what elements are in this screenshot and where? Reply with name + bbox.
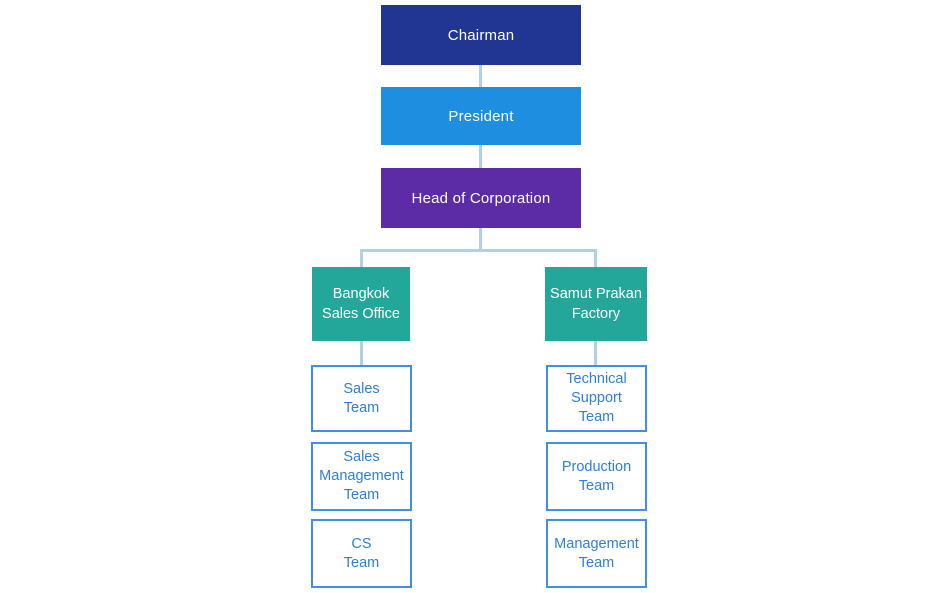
org-node-chairman: Chairman bbox=[381, 5, 581, 65]
org-node-production-team: Production Team bbox=[546, 442, 647, 511]
org-node-samut-prakan-factory: Samut Prakan Factory bbox=[545, 267, 647, 341]
org-node-technical-support-team: Technical Support Team bbox=[546, 365, 647, 432]
connector-drop-samut bbox=[594, 250, 597, 267]
connector-bangkok-teams bbox=[360, 341, 363, 366]
org-node-label: Sales Management Team bbox=[319, 449, 404, 503]
org-node-label: Samut Prakan Factory bbox=[550, 286, 642, 322]
connector-chairman-president bbox=[479, 65, 482, 88]
org-node-president: President bbox=[381, 87, 581, 145]
org-node-label: CS Team bbox=[343, 535, 380, 571]
org-node-bangkok-sales-office: Bangkok Sales Office bbox=[312, 267, 410, 341]
org-node-label: Sales Team bbox=[343, 380, 380, 416]
connector-samut-teams bbox=[594, 341, 597, 366]
connector-drop-bangkok bbox=[360, 250, 363, 267]
org-node-label: Head of Corporation bbox=[411, 189, 551, 207]
org-node-label: Technical Support Team bbox=[566, 371, 627, 425]
org-node-label: President bbox=[448, 107, 514, 125]
connector-head-trunk bbox=[479, 228, 482, 250]
connector-president-head bbox=[479, 145, 482, 169]
org-node-management-team: Management Team bbox=[546, 519, 647, 588]
org-node-cs-team: CS Team bbox=[311, 519, 412, 588]
org-node-sales-team: Sales Team bbox=[311, 365, 412, 432]
org-node-head-of-corporation: Head of Corporation bbox=[381, 168, 581, 228]
org-node-label: Production Team bbox=[561, 458, 632, 494]
org-node-label: Chairman bbox=[447, 26, 515, 44]
org-node-label: Bangkok Sales Office bbox=[322, 286, 400, 322]
org-node-label: Management Team bbox=[554, 535, 639, 571]
connector-branch-horizontal bbox=[360, 249, 597, 252]
org-node-sales-management-team: Sales Management Team bbox=[311, 442, 412, 511]
